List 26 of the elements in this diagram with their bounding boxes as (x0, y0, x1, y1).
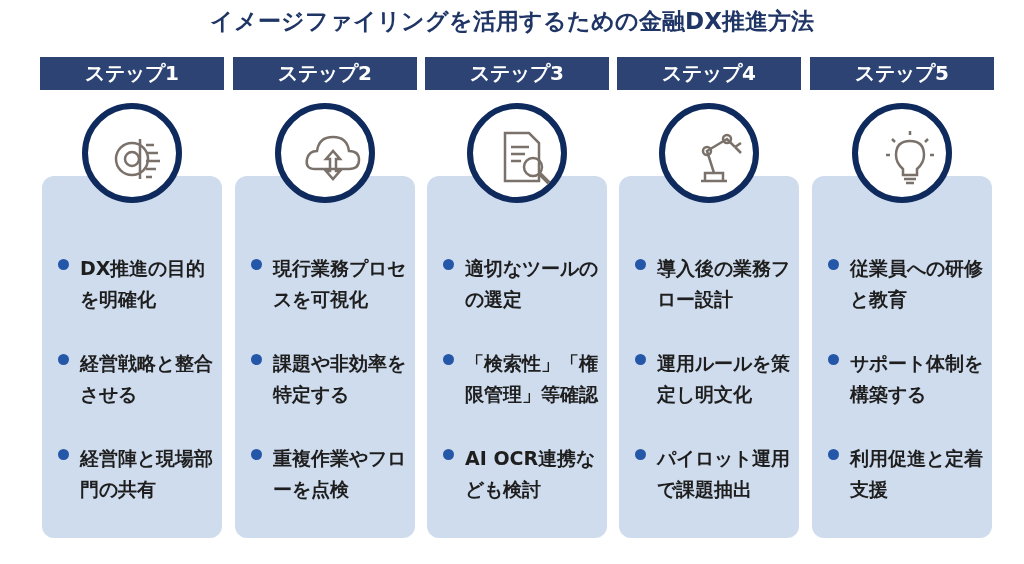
bullet-text: 適切なツールのの選定 (465, 256, 599, 312)
bullet-text: 経営陣と現場部門の共有 (80, 446, 214, 502)
bullet-text: DX推進の目的を明確化 (80, 256, 207, 312)
bullet-text: サポート体制を構築する (850, 351, 984, 407)
bullet-text: 重複作業やフローを点検 (273, 446, 407, 502)
bullet-text: 現行業務プロセスを可視化 (273, 256, 407, 312)
bullet-text: 運用ルールを策定し明文化 (657, 351, 791, 407)
step-card (812, 176, 992, 538)
bullet-text: 従業員への研修と教育 (850, 256, 984, 312)
step-card (427, 176, 607, 538)
step-header: ステップ2 (233, 57, 417, 90)
bullet-text: 利用促進と定着支援 (850, 446, 984, 502)
bullet-text: 課題や非効率を特定する (273, 351, 407, 407)
step-card (235, 176, 415, 538)
step-card (42, 176, 222, 538)
bullet-text: パイロット運用で課題抽出 (657, 446, 791, 502)
bullet-text: 「検索性」「権限管理」等確認 (465, 351, 600, 407)
bullet-text: AI OCR連携なども検討 (465, 446, 597, 502)
bullet-text: 導入後の業務フロー設計 (657, 256, 791, 312)
step-card (619, 176, 799, 538)
step-header: ステップ4 (617, 57, 801, 90)
title-text: イメージファイリングを活用するための金融DX推進方法 (210, 8, 814, 34)
bullet-text: 経営戦略と整合させる (80, 351, 214, 407)
step-header: ステップ1 (40, 57, 224, 90)
step-header: ステップ3 (425, 57, 609, 90)
step-header: ステップ5 (810, 57, 994, 90)
